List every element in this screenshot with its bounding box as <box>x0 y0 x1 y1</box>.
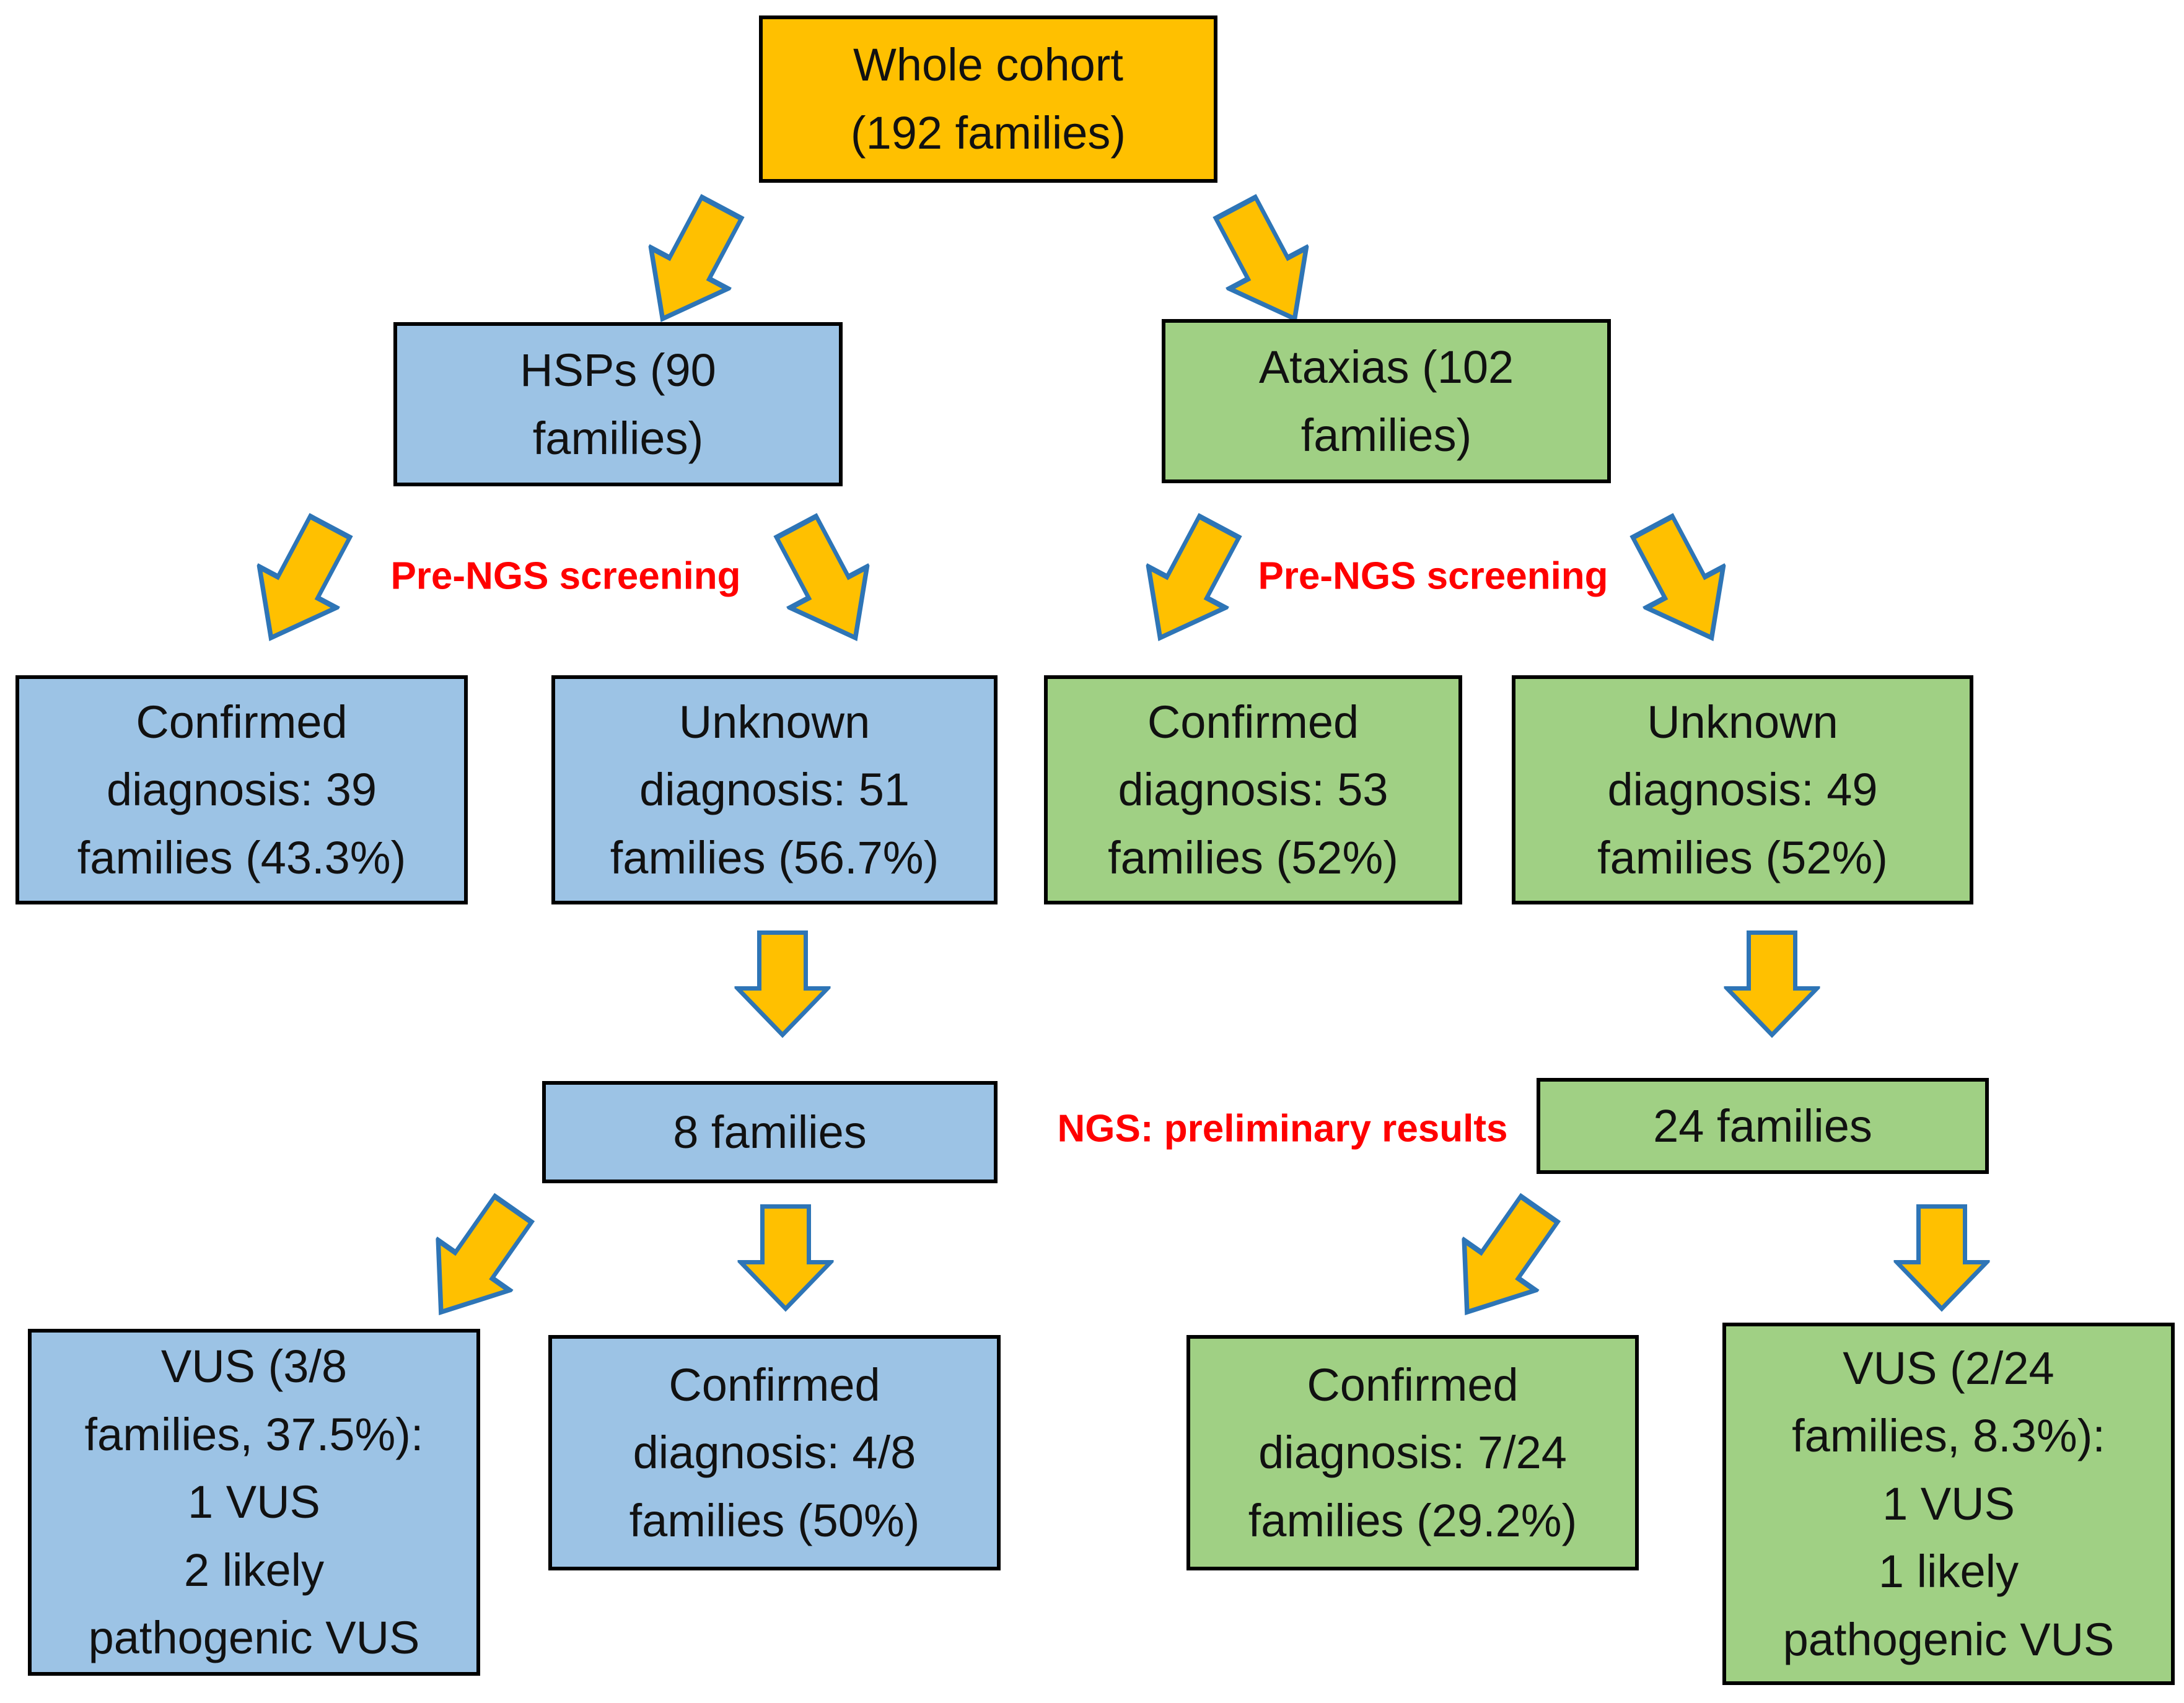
node-ataxias: Ataxias (102 families) <box>1162 319 1611 483</box>
ngs-preliminary-results-label: NGS: preliminary results <box>1057 1107 1508 1150</box>
node-hsp-unknown-diagnosis: Unknown diagnosis: 51 families (56.7%) <box>551 675 998 904</box>
arrow-24families-to-confirmed-icon <box>1427 1180 1579 1342</box>
arrow-ataxias-to-confirmed-icon <box>1117 502 1261 663</box>
node-8-families: 8 families <box>542 1081 998 1183</box>
arrow-hsps-to-confirmed-icon <box>228 502 372 663</box>
node-hsps: HSPs (90 families) <box>393 322 843 486</box>
arrow-unknown51-to-8families-icon <box>735 930 831 1038</box>
node-ataxia-ngs-confirmed-diagnosis: Confirmed diagnosis: 7/24 families (29.2… <box>1186 1335 1639 1570</box>
node-whole-cohort: Whole cohort (192 families) <box>759 15 1217 183</box>
arrow-ataxias-to-unknown-icon <box>1610 502 1754 663</box>
node-ataxia-confirmed-diagnosis: Confirmed diagnosis: 53 families (52%) <box>1044 675 1462 904</box>
arrow-24families-to-vus-icon <box>1894 1204 1990 1312</box>
arrow-8families-to-vus-icon <box>401 1180 553 1342</box>
arrow-8families-to-confirmed-icon <box>738 1204 834 1312</box>
node-hsp-vus: VUS (3/8 families, 37.5%): 1 VUS 2 likel… <box>28 1329 480 1676</box>
node-ataxia-unknown-diagnosis: Unknown diagnosis: 49 families (52%) <box>1512 675 1973 904</box>
arrow-unknown49-to-24families-icon <box>1724 930 1820 1038</box>
node-hsp-confirmed-diagnosis: Confirmed diagnosis: 39 families (43.3%) <box>15 675 468 904</box>
node-ataxia-vus: VUS (2/24 families, 8.3%): 1 VUS 1 likel… <box>1722 1323 2175 1685</box>
pre-ngs-screening-label-right: Pre-NGS screening <box>1258 554 1608 598</box>
pre-ngs-screening-label-left: Pre-NGS screening <box>390 554 741 598</box>
node-24-families: 24 families <box>1537 1078 1989 1174</box>
arrow-hsps-to-unknown-icon <box>753 502 898 663</box>
arrow-cohort-to-hsps-icon <box>620 183 764 344</box>
node-hsp-ngs-confirmed-diagnosis: Confirmed diagnosis: 4/8 families (50%) <box>548 1335 1001 1570</box>
